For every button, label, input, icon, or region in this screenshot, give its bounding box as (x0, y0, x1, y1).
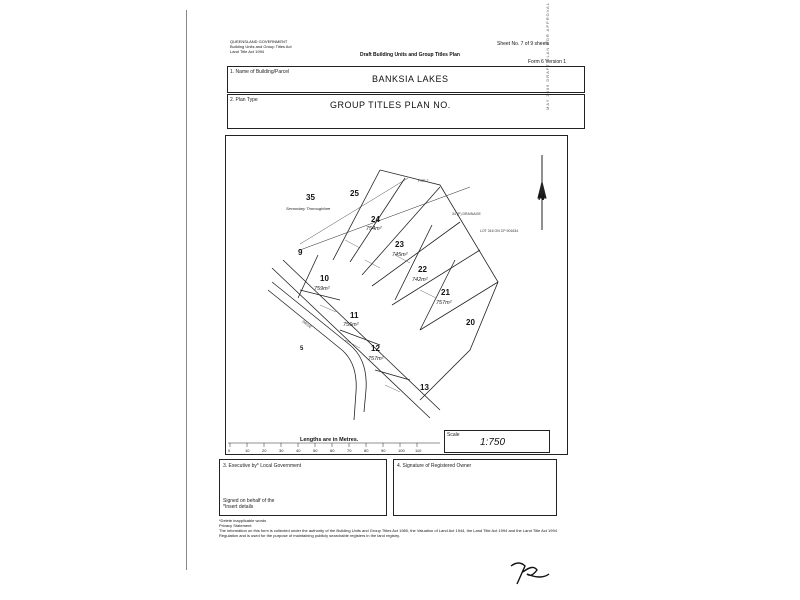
lot-line-11-12 (339, 329, 381, 346)
lot-20-number: 20 (466, 318, 475, 327)
north-arrow-icon (537, 155, 547, 230)
scale-tick-label: 20 (262, 448, 267, 453)
field-plan-type-label: 2. Plan Type (230, 97, 258, 103)
lot-line-10-9 (297, 254, 319, 299)
footer-note-2: Privacy Statement (219, 523, 252, 528)
lot-10-area: 759m² (314, 286, 330, 292)
parcel-outline-upper (379, 169, 499, 401)
scale-tick-label: 110 (415, 448, 422, 453)
scale-value: 1:750 (480, 437, 506, 448)
field-building-name (227, 66, 585, 93)
lot-line-20 (419, 281, 499, 331)
lot-5-number: 5 (300, 346, 304, 352)
lot-9-number: 9 (298, 248, 303, 257)
north-arrow-letter: N (538, 192, 545, 202)
scale-tick-label: 60 (330, 448, 335, 453)
easement-line-2 (299, 177, 409, 245)
lot-line-diag (394, 224, 433, 301)
lot-reference: LOT 316 ON CP 901634 (480, 229, 518, 233)
lot-11-number: 11 (350, 311, 359, 320)
scale-tick-label: 40 (296, 448, 301, 453)
registered-owner-box (393, 459, 557, 516)
lot-24-area: 754m² (366, 226, 382, 232)
document-page (186, 10, 582, 570)
local-government-sub2: *Insert details (223, 504, 254, 510)
field-building-name-label: 1. Name of Building/Parcel (230, 69, 290, 75)
lot-line-24-23 (349, 177, 406, 263)
lot-13-number: 13 (420, 383, 429, 392)
lot-line-24-25 (332, 169, 381, 261)
scale-ticks: 0 10 20 30 40 50 60 70 80 90 100 110 (228, 443, 422, 453)
lot-10-number: 10 (320, 274, 329, 283)
lot-24-number: 24 (371, 215, 380, 224)
authority-line-3: Land Title Act 1994 (230, 49, 265, 54)
scale-tick-label: 50 (313, 448, 318, 453)
lot-line-10-11 (299, 289, 341, 301)
local-government-box (219, 459, 387, 516)
drainage-label: 34 (P) DRAINAGE (452, 212, 481, 216)
por-label: POR 2 (418, 179, 429, 183)
lot-35-number: 35 (306, 193, 315, 202)
local-government-label: 3. Executive by* Local Government (223, 463, 302, 469)
scale-tick-label: 10 (245, 448, 250, 453)
authority-line-1: QUEENSLAND GOVERNMENT (230, 39, 288, 44)
field-building-name-value: BANKSIA LAKES (372, 74, 449, 84)
lot-12-area: 757m² (368, 356, 384, 362)
lot-22-area: 742m² (412, 277, 428, 283)
lot-line-23-22 (361, 186, 441, 276)
lot-line-22-21 (371, 221, 461, 287)
lot-21-area: 757m² (436, 300, 452, 306)
scale-tick-label: 70 (347, 448, 352, 453)
registered-owner-label: 4. Signature of Registered Owner (397, 463, 472, 469)
footer-note-1: *Delete inapplicable words (219, 518, 267, 523)
handwritten-signature (510, 562, 550, 585)
lot-line-12-13 (374, 369, 411, 381)
scale-box (444, 430, 550, 453)
lot-12-number: 12 (371, 344, 380, 353)
road-boundary-2 (282, 259, 441, 411)
footer-note-3: The information on this form is collecte… (219, 528, 557, 538)
lot-35-note: Secondary Thoroughfare (286, 206, 331, 211)
scale-label: Scale (447, 432, 460, 438)
scale-tick-label: 100 (398, 448, 405, 453)
field-plan-type-value: GROUP TITLES PLAN NO. (330, 100, 451, 110)
plan-frame (225, 135, 568, 455)
local-government-sub1: Signed on behalf of the (223, 498, 275, 504)
authority-line-2: Building Units and Group Titles Act (230, 44, 292, 49)
lot-line-diag-2 (419, 259, 456, 331)
scale-tick-label: 0 (228, 448, 231, 453)
road-curve-2 (271, 281, 367, 413)
drive-label: DRIVE (301, 320, 312, 330)
field-plan-type (227, 94, 585, 129)
sheet-number: Sheet No. 7 of 9 sheets (497, 41, 550, 47)
form-number: Form 6 Version 1 (528, 59, 567, 65)
lot-21-number: 21 (441, 288, 450, 297)
lot-23-number: 23 (395, 240, 404, 249)
lot-23-area: 745m² (392, 252, 408, 258)
road-curve (267, 289, 357, 421)
lot-11-area: 756m² (343, 322, 359, 328)
lot-25-number: 25 (350, 189, 359, 198)
scale-tick-label: 30 (279, 448, 284, 453)
scale-title: Lengths are in Metres. (300, 437, 359, 443)
lot-line-21-20 (391, 249, 481, 306)
scale-tick-label: 80 (364, 448, 369, 453)
scale-tick-label: 90 (381, 448, 386, 453)
lot-22-number: 22 (418, 265, 427, 274)
easement-line (299, 186, 471, 251)
plan-heading: Draft Building Units and Group Titles Pl… (360, 52, 460, 58)
